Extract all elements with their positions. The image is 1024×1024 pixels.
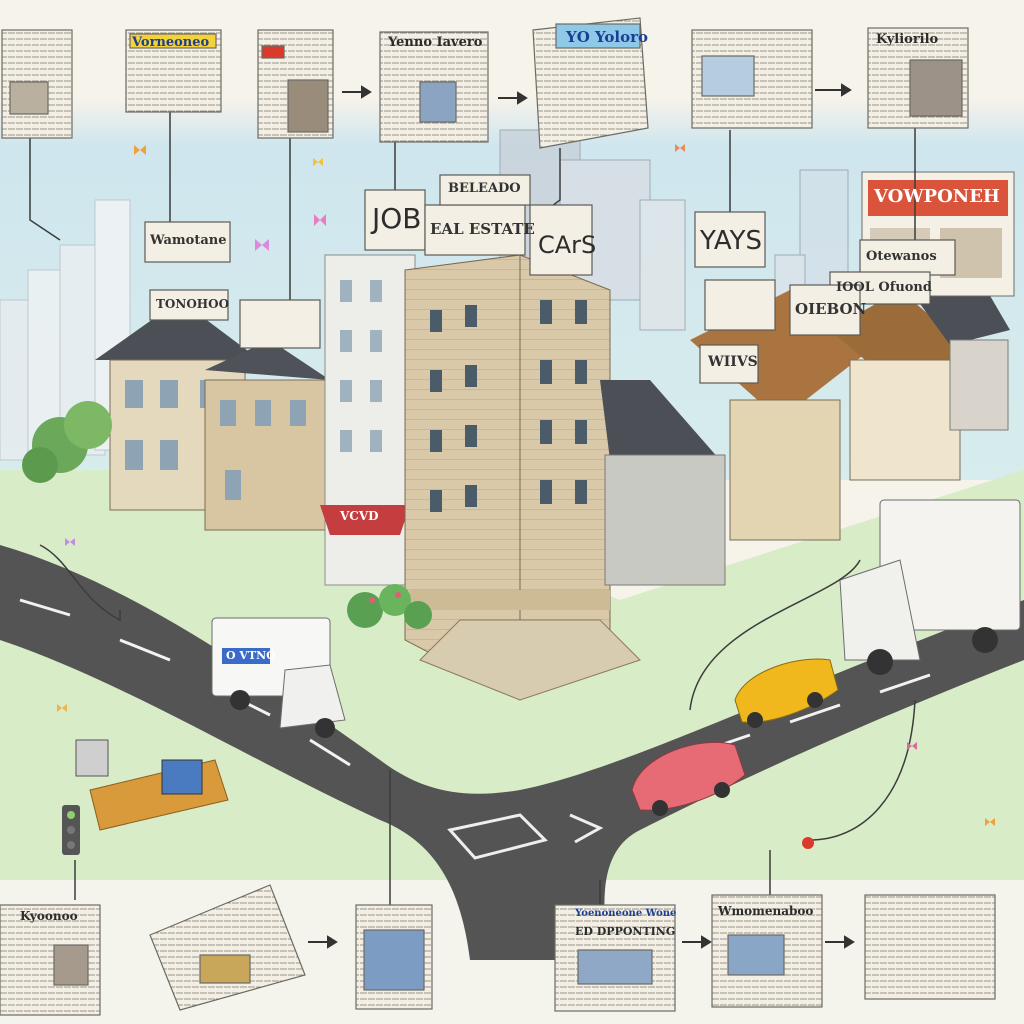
right-sign-2: IOOL Ofuond [836,280,932,295]
right-houses [600,270,1010,586]
newspaper-icon [257,29,334,139]
newspaper-icon [711,894,823,1008]
newspaper-icon [125,29,222,113]
newspaper-icon [554,904,676,1012]
job-sign: JOB [372,202,422,235]
newspaper-icon [532,17,649,149]
right-sign-5: OIEBON [795,300,867,318]
newspaper-icon [0,904,101,1016]
arrow-right-icon [308,83,855,949]
left-sign-3: TONOHOO [156,297,230,311]
newspaper-masthead: Vorneoneo [132,35,210,50]
white-building [320,254,416,586]
newspaper-masthead: ED DPPONTING [575,925,676,938]
yellow-taxi [734,658,839,728]
right-sign-1: Otewanos [866,249,937,264]
right-sign-6: WIIVS [708,354,758,370]
real-estate-sign: EAL ESTATE [430,220,535,238]
awning-sign: VCVD [340,509,379,523]
traffic-light-icon [62,805,80,855]
delivery-truck-left [211,617,346,738]
left-sign-1: Wamotane [150,233,227,248]
sign-boards [144,174,956,384]
connector-lines [29,110,916,905]
road [0,545,1024,960]
newspaper-masthead: Yenno Iavero [388,35,483,50]
billboard-sign: VOWPONEH [874,186,1000,207]
map-pin-icon [802,837,814,849]
rooftop-sign: BELEADO [448,181,521,196]
yays-sign: YAYS [700,226,763,256]
delivery-truck-right [839,499,1021,675]
newspaper-icon [1,29,73,139]
newspaper-icon [355,904,433,1010]
newspaper-masthead: Kyliorilo [876,32,939,47]
cars-sign: CArS [538,231,597,259]
newspaper-masthead: YO Yoloro [566,28,649,46]
trees [22,401,112,483]
desk-computer [75,739,229,831]
newspaper-masthead: Kyoonoo [20,909,78,923]
red-car [631,741,746,816]
newspaper-icon [867,27,969,129]
top-newspapers [1,17,969,149]
central-building [404,254,641,701]
flower-bushes [347,584,432,629]
bottom-newspapers [0,884,996,1016]
truck-sign: O VTNO [226,649,276,662]
left-house [95,300,331,531]
newspaper-masthead: Wmomenaboo [718,904,814,918]
newspaper-icon [149,884,306,1011]
newspaper-masthead: Yoenoneone Wone [575,908,677,919]
butterfly-icon [57,144,995,826]
newspaper-icon [691,29,813,129]
newspaper-icon [379,31,489,143]
newspaper-icon [864,894,996,1000]
